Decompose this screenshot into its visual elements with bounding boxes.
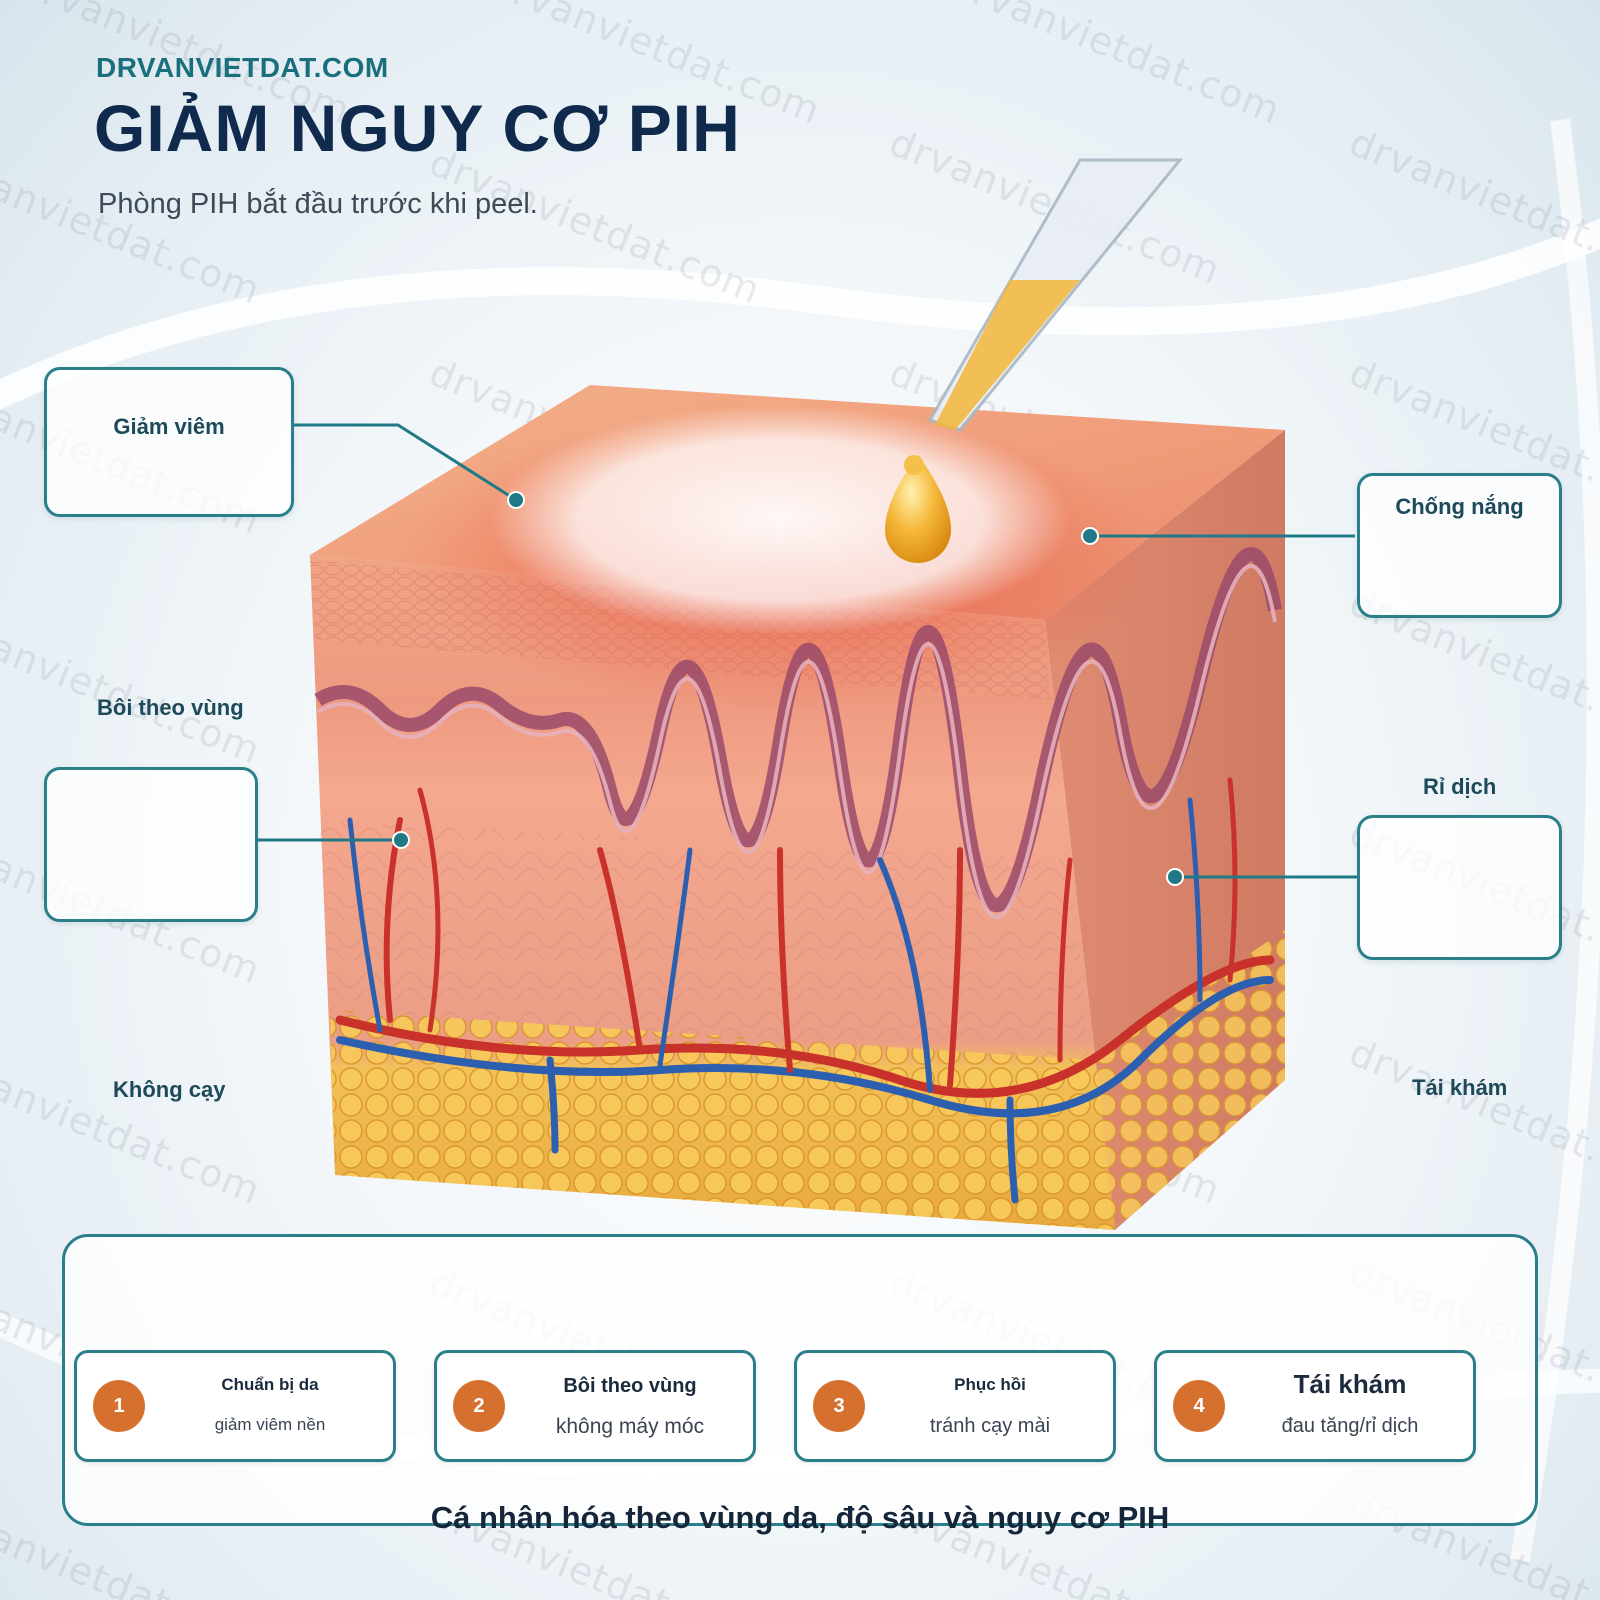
step-card-3: 3 Phục hồi tránh cạy mài	[794, 1350, 1116, 1462]
callout-weeping-label: Rỉ dịch	[1423, 774, 1497, 799]
step-description: giảm viêm nền	[214, 1415, 326, 1434]
step-title: Chuẩn bị da	[221, 1375, 319, 1394]
step-number-badge: 1	[93, 1380, 145, 1432]
callout-zone-application-box	[44, 767, 258, 922]
callout-weeping-box	[1357, 815, 1562, 960]
step-description: đau tăng/rỉ dịch	[1281, 1415, 1419, 1437]
step-title: Bôi theo vùng	[563, 1375, 697, 1397]
callout-sunscreen-box: Chống nắng	[1357, 473, 1562, 618]
step-number-badge: 4	[1173, 1380, 1225, 1432]
step-title: Phục hồi	[954, 1375, 1026, 1394]
step-card-1: 1 Chuẩn bị da giảm viêm nền	[74, 1350, 396, 1462]
step-title: Tái khám	[1293, 1369, 1407, 1399]
step-card-2: 2 Bôi theo vùng không máy móc	[434, 1350, 756, 1462]
callout-reduce-inflammation-label: Giảm viêm	[113, 414, 225, 439]
step-card-4: 4 Tái khám đau tăng/rỉ dịch	[1154, 1350, 1476, 1462]
step-number-badge: 3	[813, 1380, 865, 1432]
callout-reduce-inflammation-box: Giảm viêm	[44, 367, 294, 517]
page-subtitle: Phòng PIH bắt đầu trước khi peel.	[98, 188, 538, 220]
step-number-badge: 2	[453, 1380, 505, 1432]
callout-no-picking-label: Không cạy	[113, 1077, 226, 1102]
footer-caption: Cá nhân hóa theo vùng da, độ sâu và nguy…	[430, 1500, 1170, 1535]
callout-sunscreen-label: Chống nắng	[1395, 494, 1524, 519]
callout-follow-up-label: Tái khám	[1412, 1075, 1508, 1100]
callout-zone-application-label: Bôi theo vùng	[97, 695, 244, 720]
page-title: GIẢM NGUY CƠ PIH	[94, 91, 741, 165]
step-description: tránh cạy mài	[929, 1415, 1051, 1437]
brand-name: DRVANVIETDAT.COM	[96, 52, 389, 83]
step-description: không máy móc	[555, 1415, 705, 1438]
